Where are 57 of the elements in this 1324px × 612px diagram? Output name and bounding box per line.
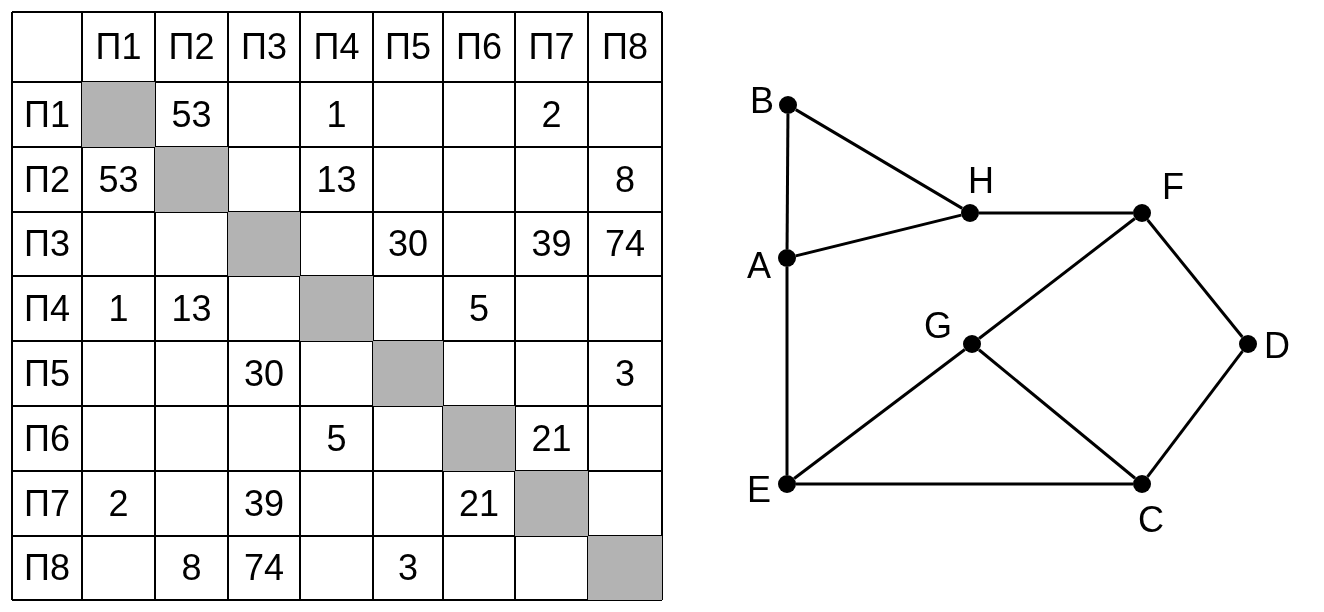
- vertex-label: G: [924, 308, 952, 344]
- vertex-label: A: [747, 248, 771, 284]
- graph-edge: [794, 108, 964, 210]
- cell-value: 2: [541, 96, 562, 133]
- graph-edge: [979, 211, 1133, 215]
- column-header: П1: [95, 29, 142, 65]
- cell-value: 2: [108, 485, 129, 522]
- cell-value: 13: [171, 290, 212, 327]
- graph-edge: [795, 213, 962, 258]
- graph-edge: [978, 217, 1136, 340]
- cell-value: 30: [244, 355, 285, 392]
- graph-edge: [785, 267, 789, 475]
- cell-value: 13: [316, 161, 357, 198]
- graph-edge: [796, 482, 1133, 486]
- vertex-label: B: [750, 83, 774, 119]
- column-header: П6: [456, 29, 502, 65]
- graph-edge: [1146, 219, 1244, 338]
- cell-value: 3: [615, 355, 636, 392]
- column-header: П5: [385, 29, 431, 65]
- graph-edge: [978, 348, 1136, 480]
- cell-value: 8: [181, 550, 202, 586]
- column-header: П4: [313, 29, 360, 65]
- graph-edge: [1146, 350, 1244, 478]
- row-header: П8: [24, 550, 70, 586]
- cell-value: 39: [531, 226, 572, 262]
- cell-value: 74: [605, 226, 646, 262]
- vertex-label: F: [1162, 169, 1184, 205]
- row-header: П1: [24, 96, 70, 133]
- row-header: П5: [24, 355, 70, 392]
- column-header: П7: [528, 29, 575, 65]
- cell-value: 1: [326, 96, 347, 133]
- cell-value: 5: [326, 420, 347, 457]
- cell-value: 21: [531, 420, 572, 457]
- row-header: П3: [24, 226, 70, 262]
- cell-value: 53: [171, 96, 212, 133]
- cell-value: 1: [108, 290, 129, 327]
- vertex-label: D: [1264, 328, 1290, 364]
- row-header: П4: [24, 290, 70, 327]
- graph-edge: [793, 348, 966, 480]
- cell-value: 3: [398, 550, 419, 586]
- column-header: П2: [168, 29, 215, 65]
- graph-edge: [785, 114, 790, 249]
- cell-value: 21: [459, 485, 500, 522]
- cell-value: 30: [388, 226, 429, 262]
- cell-value: 39: [244, 485, 285, 522]
- column-header: П8: [602, 29, 648, 65]
- vertex-label: H: [968, 163, 994, 199]
- vertex-label: C: [1138, 502, 1164, 538]
- cell-value: 53: [98, 161, 139, 198]
- column-header: П3: [241, 29, 287, 65]
- row-header: П6: [24, 420, 70, 457]
- cell-value: 74: [244, 550, 285, 586]
- row-header: П7: [24, 485, 70, 522]
- vertex-label: E: [747, 472, 771, 508]
- row-header: П2: [24, 161, 70, 198]
- cell-value: 8: [615, 161, 636, 198]
- cell-value: 5: [469, 290, 490, 327]
